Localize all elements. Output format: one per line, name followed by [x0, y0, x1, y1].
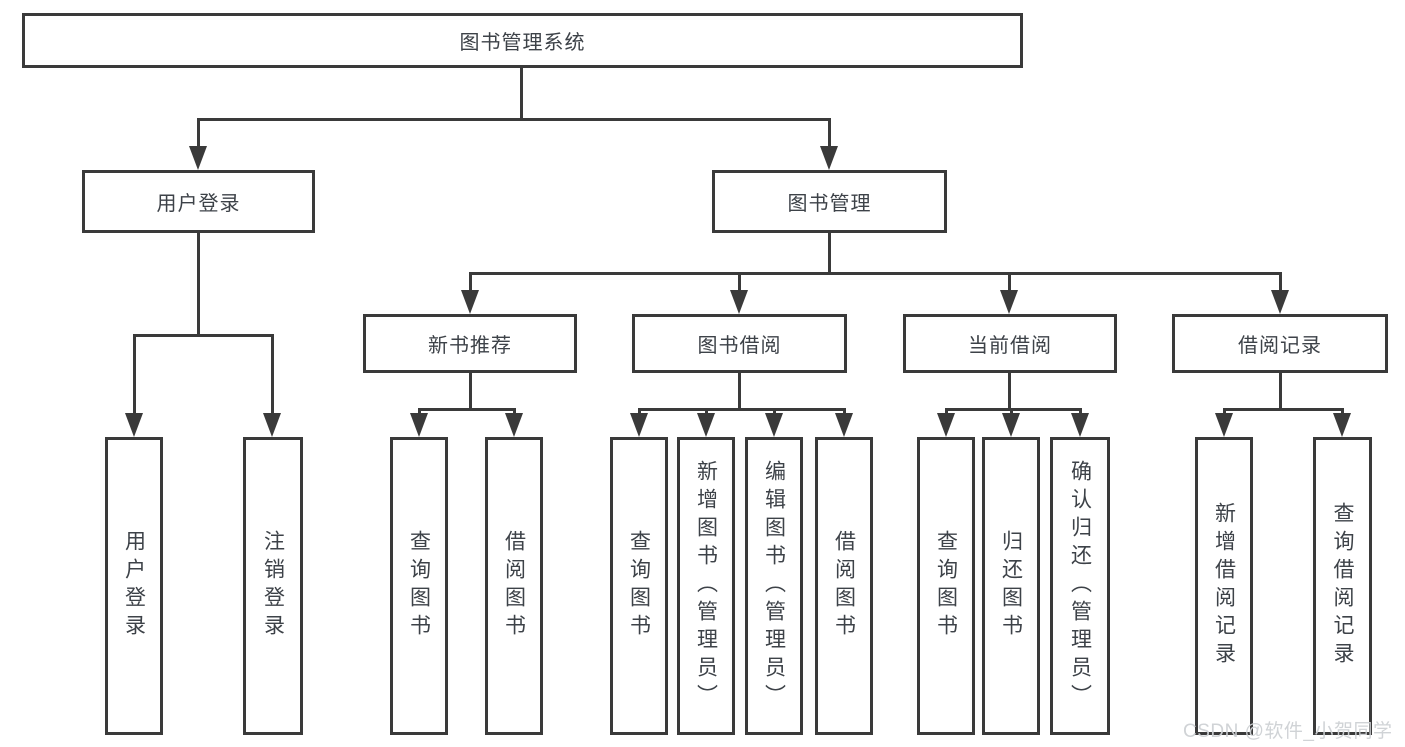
leaf-logout: 注销登录	[243, 437, 303, 735]
leaf-query-borrow-record-label: 查询借阅记录	[1331, 502, 1354, 670]
node-current-borrowing: 当前借阅	[903, 314, 1117, 373]
connector-book-borrow-branch	[638, 408, 846, 411]
leaf-borrow-books-recommend: 借阅图书	[485, 437, 543, 735]
arrowhead-down-icon	[630, 413, 648, 437]
connector-to-book-borrow	[738, 272, 741, 294]
arrowhead-down-icon	[461, 290, 479, 314]
leaf-return-books: 归还图书	[982, 437, 1040, 735]
node-library-management-system: 图书管理系统	[22, 13, 1023, 68]
node-book-management-label: 图书管理	[787, 193, 872, 215]
arrowhead-down-icon	[263, 413, 281, 437]
connector-new-book-stem	[469, 373, 472, 410]
leaf-return-books-label: 归还图书	[999, 530, 1023, 642]
connector-to-leaf-user-login	[133, 334, 136, 418]
arrowhead-down-icon	[189, 146, 207, 170]
leaf-query-books-label: 查询图书	[934, 530, 958, 642]
connector-user-login-stem	[197, 233, 200, 336]
node-current-borrowing-label: 当前借阅	[968, 335, 1052, 357]
leaf-logout-label: 注销登录	[261, 530, 285, 642]
node-library-management-system-label: 图书管理系统	[459, 32, 586, 54]
leaf-edit-books-admin-label: 编辑图书（管理员）	[762, 460, 786, 712]
leaf-query-borrow-record: 查询借阅记录	[1313, 437, 1372, 735]
connector-root-stem	[520, 68, 523, 120]
leaf-add-borrow-record: 新增借阅记录	[1195, 437, 1253, 735]
node-user-login-label: 用户登录	[156, 193, 241, 215]
leaf-borrow-books-label: 借阅图书	[832, 530, 856, 642]
node-borrowing-records: 借阅记录	[1172, 314, 1388, 373]
arrowhead-down-icon	[765, 413, 783, 437]
connector-to-new-book	[469, 272, 472, 294]
leaf-add-books-admin: 新增图书（管理员）	[677, 437, 735, 735]
arrowhead-down-icon	[697, 413, 715, 437]
connector-to-leaf-logout	[271, 334, 274, 418]
leaf-confirm-return-admin-label: 确认归还（管理员）	[1068, 460, 1092, 712]
connector-user-login-branch	[133, 334, 274, 337]
arrowhead-down-icon	[1333, 413, 1351, 437]
connector-to-current-borrow	[1008, 272, 1011, 294]
leaf-edit-books-admin: 编辑图书（管理员）	[745, 437, 803, 735]
node-book-borrowing: 图书借阅	[632, 314, 847, 373]
leaf-add-books-admin-label: 新增图书（管理员）	[694, 460, 718, 712]
connector-borrow-records-stem	[1279, 373, 1282, 410]
leaf-add-borrow-record-label: 新增借阅记录	[1212, 502, 1236, 670]
arrowhead-down-icon	[505, 413, 523, 437]
leaf-confirm-return-admin: 确认归还（管理员）	[1050, 437, 1110, 735]
connector-to-user-login	[197, 118, 200, 150]
connector-current-borrow-branch	[945, 408, 1082, 411]
arrowhead-down-icon	[820, 146, 838, 170]
node-book-management: 图书管理	[712, 170, 947, 233]
connector-book-management-stem	[828, 233, 831, 274]
node-user-login: 用户登录	[82, 170, 315, 233]
connector-borrow-records-branch	[1223, 408, 1344, 411]
arrowhead-down-icon	[1071, 413, 1089, 437]
leaf-query-books-label: 查询图书	[627, 530, 651, 642]
connector-root-branch	[197, 118, 831, 121]
leaf-query-books-current: 查询图书	[917, 437, 975, 735]
arrowhead-down-icon	[1002, 413, 1020, 437]
arrowhead-down-icon	[835, 413, 853, 437]
arrowhead-down-icon	[937, 413, 955, 437]
leaf-user-login-label: 用户登录	[122, 530, 146, 642]
arrowhead-down-icon	[730, 290, 748, 314]
leaf-borrow-books-label: 借阅图书	[502, 530, 526, 642]
arrowhead-down-icon	[410, 413, 428, 437]
node-book-borrowing-label: 图书借阅	[697, 335, 782, 357]
csdn-watermark: CSDN @软件_小贺同学	[1183, 721, 1393, 742]
arrowhead-down-icon	[125, 413, 143, 437]
leaf-query-books-recommend: 查询图书	[390, 437, 448, 735]
leaf-query-books-borrow: 查询图书	[610, 437, 668, 735]
connector-book-management-branch	[469, 272, 1282, 275]
leaf-query-books-label: 查询图书	[407, 530, 431, 642]
leaf-borrow-books: 借阅图书	[815, 437, 873, 735]
arrowhead-down-icon	[1271, 290, 1289, 314]
connector-to-book-management	[828, 118, 831, 150]
arrowhead-down-icon	[1215, 413, 1233, 437]
node-new-book-recommendation: 新书推荐	[363, 314, 577, 373]
connector-book-borrow-stem	[738, 373, 741, 410]
leaf-user-login: 用户登录	[105, 437, 163, 735]
connector-new-book-branch	[418, 408, 516, 411]
node-borrowing-records-label: 借阅记录	[1238, 335, 1322, 357]
connector-to-borrow-records	[1279, 272, 1282, 294]
arrowhead-down-icon	[1000, 290, 1018, 314]
connector-current-borrow-stem	[1008, 373, 1011, 410]
node-new-book-recommendation-label: 新书推荐	[428, 335, 512, 357]
